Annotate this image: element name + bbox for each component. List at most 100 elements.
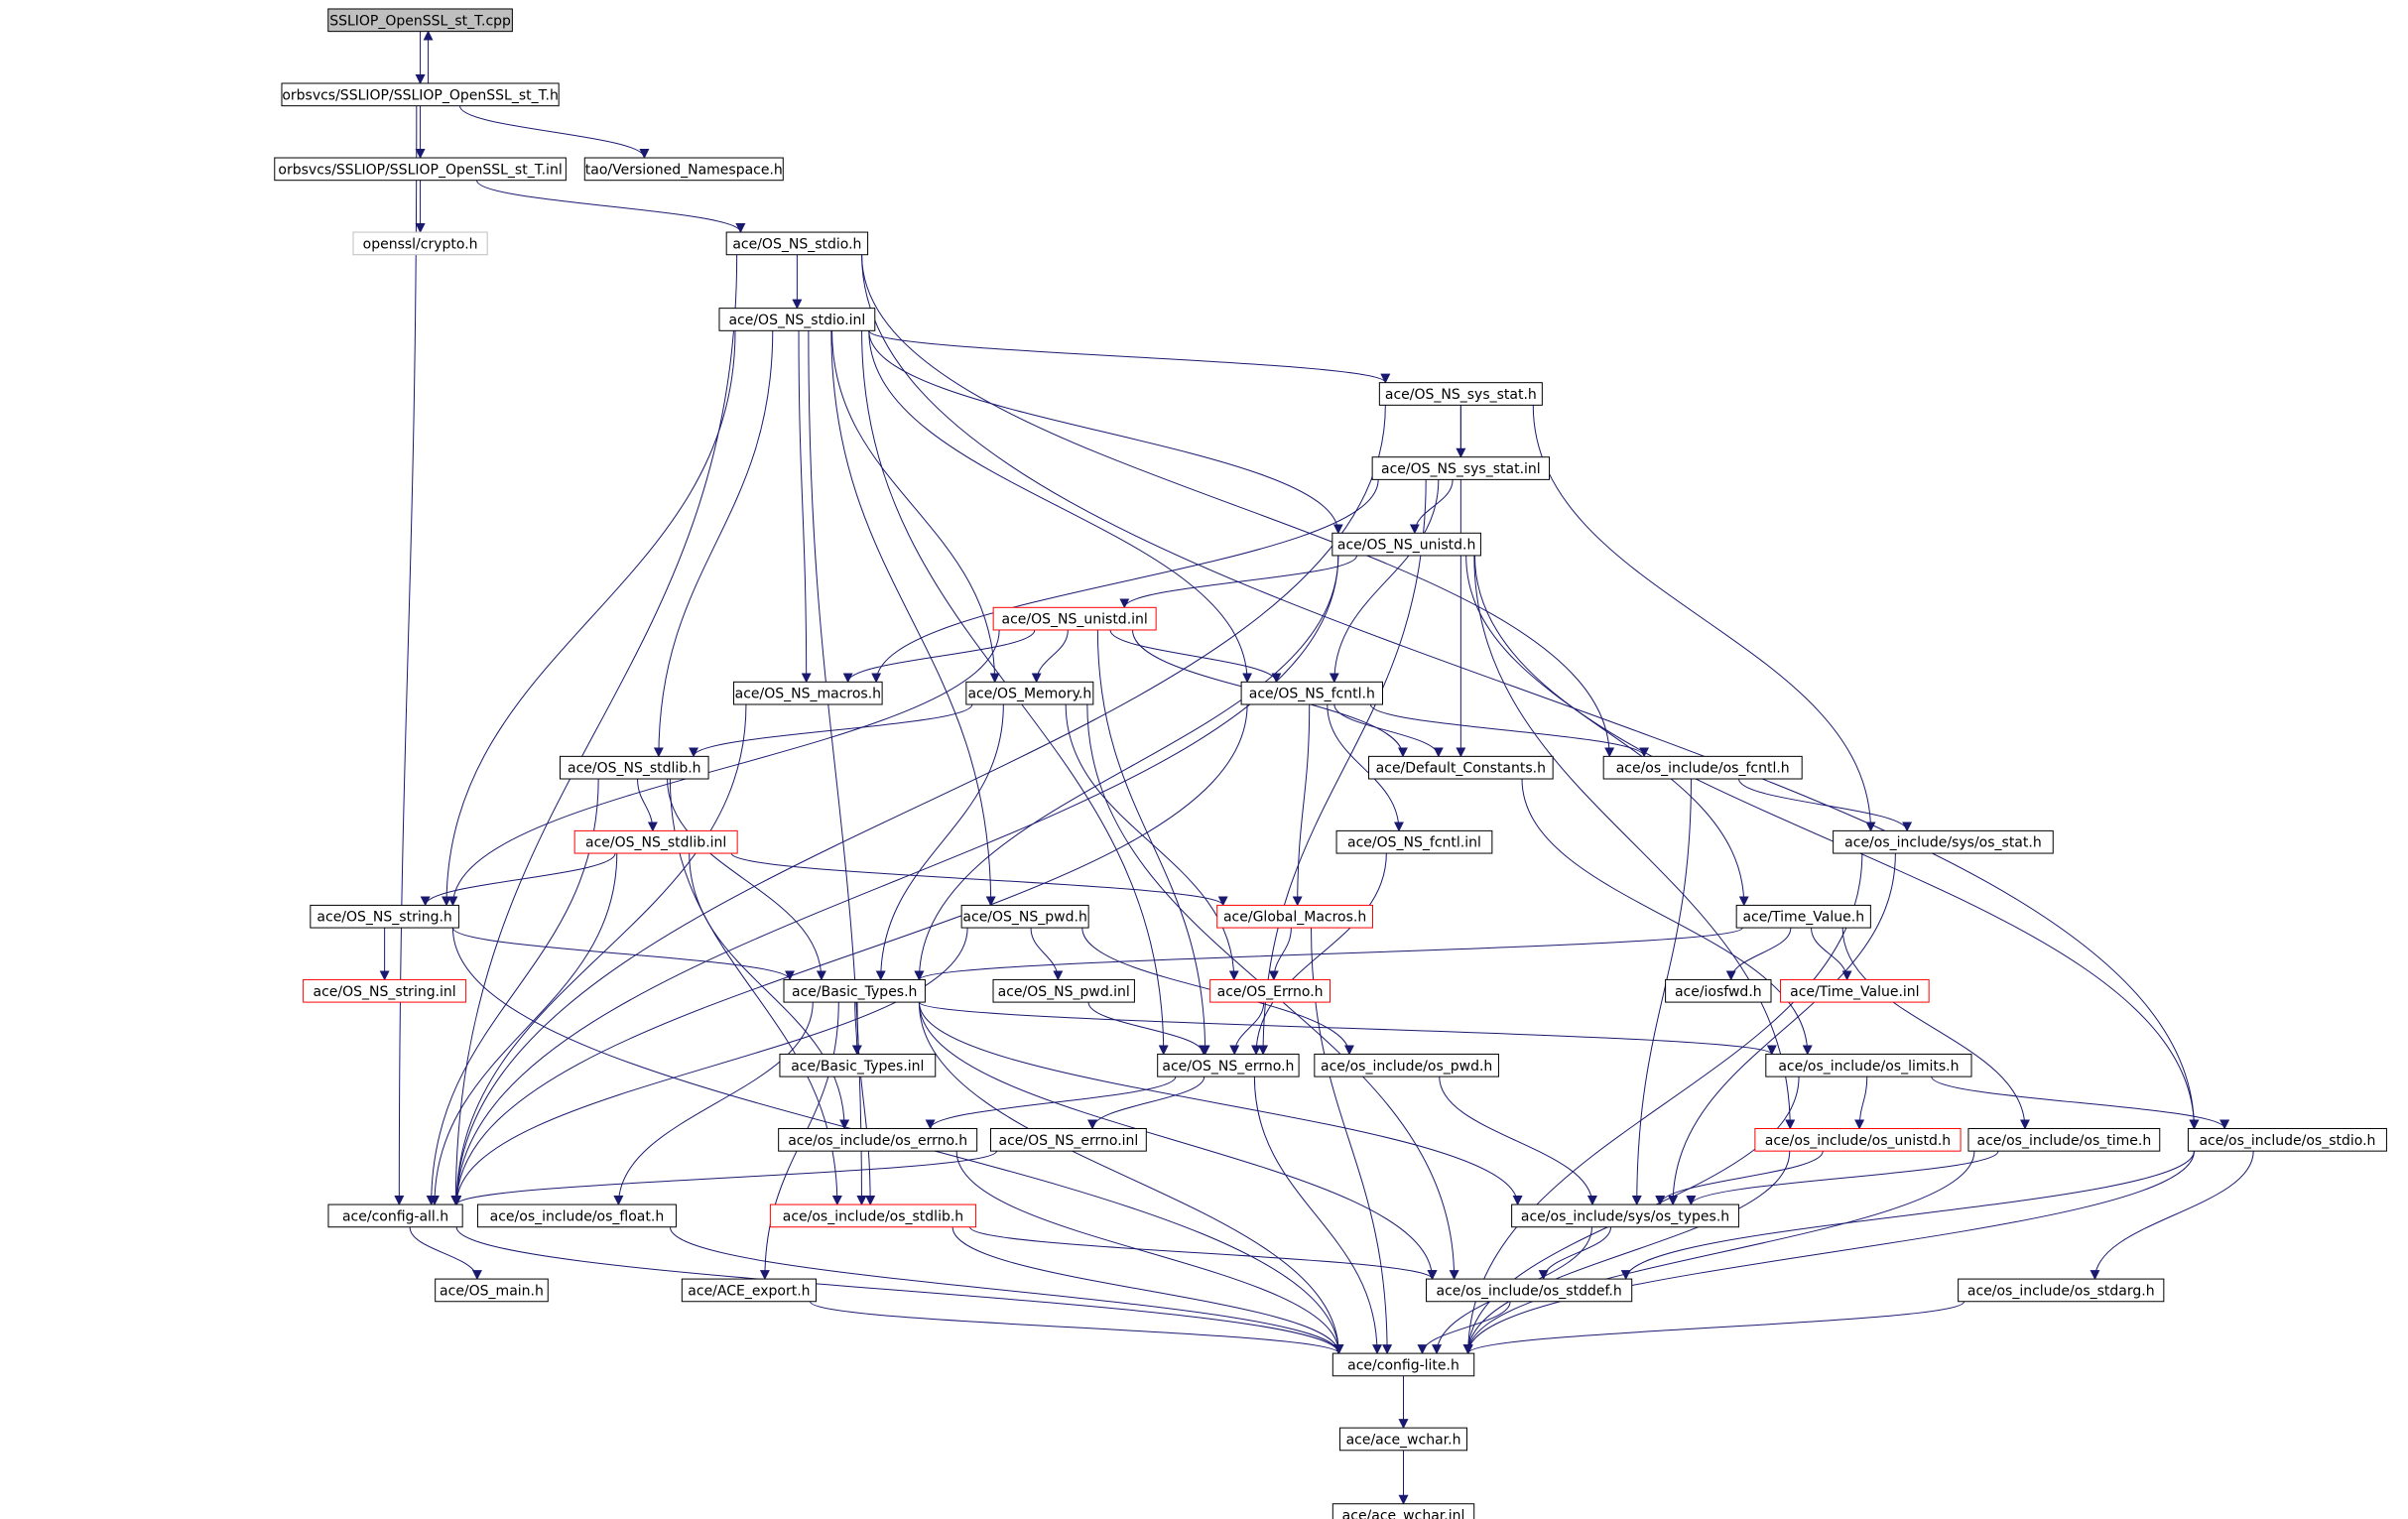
- node-box: [725, 231, 869, 256]
- edge-os_ns_sys_stat_inl-to-os_ns_fcntl_h: [1329, 479, 1440, 684]
- node-os-ns-stdio-inl[interactable]: ace/OS_NS_stdio.inl: [718, 308, 876, 331]
- edge-os_ns_unistd_inl-to-os_memory: [1031, 629, 1069, 684]
- node-os-memory[interactable]: ace/OS_Memory.h: [965, 681, 1094, 705]
- node-ace-wchar-h[interactable]: ace/ace_wchar.h: [1339, 1427, 1468, 1452]
- node-os-include-unistd[interactable]: ace/os_include/os_unistd.h: [1754, 1127, 1962, 1152]
- node-label: ace/OS_NS_string.inl: [314, 984, 456, 1000]
- edge-os_ns_stdio_h-to-os_include_fcntl: [861, 254, 1615, 758]
- node-os-ns-sys-stat-h[interactable]: ace/OS_NS_sys_stat.h: [1378, 382, 1543, 406]
- node-os-ns-string-inl[interactable]: ace/OS_NS_string.inl: [303, 978, 467, 1003]
- node-os-main[interactable]: ace/OS_main.h: [435, 1278, 549, 1303]
- node-time-value-h[interactable]: ace/Time_Value.h: [1735, 904, 1871, 929]
- edge-os_ns_stdlib_inl-to-global_macros: [730, 852, 1228, 907]
- node-os-include-stddef[interactable]: ace/os_include/os_stddef.h: [1426, 1278, 1633, 1303]
- node-box: [476, 1203, 677, 1228]
- node-ace-export[interactable]: ace/ACE_export.h: [681, 1278, 818, 1303]
- node-os-include-stdio[interactable]: ace/os_include/os_stdio.h: [2187, 1127, 2387, 1152]
- node-label: ace/config-all.h: [342, 1208, 448, 1224]
- node-label: ace/OS_NS_string.h: [317, 910, 451, 926]
- node-basic-types-inl[interactable]: ace/Basic_Types.inl: [779, 1053, 937, 1077]
- node-os-ns-fcntl-inl[interactable]: ace/OS_NS_fcntl.inl: [1335, 829, 1493, 854]
- edge-sys_os_types-to-os_include_stddef: [1538, 1226, 1611, 1281]
- node-crypto[interactable]: openssl/crypto.h: [352, 231, 488, 256]
- node-time-value-inl[interactable]: ace/Time_Value.inl: [1780, 978, 1930, 1003]
- node-os-ns-stdlib-h[interactable]: ace/OS_NS_stdlib.h: [559, 755, 709, 780]
- node-box: [1339, 1427, 1468, 1452]
- edge-os_ns_sys_stat_h-to-sys_os_stat: [1532, 405, 1876, 832]
- edge-time_value_h-to-time_value_inl: [1811, 928, 1852, 981]
- node-st-T-inl[interactable]: orbsvcs/SSLIOP/SSLIOP_OpenSSL_st_T.inl: [274, 157, 567, 182]
- edge-time_value_h-to-basic_types_h: [914, 927, 1743, 981]
- node-os-include-limits[interactable]: ace/os_include/os_limits.h: [1765, 1053, 1972, 1077]
- node-os-include-errno[interactable]: ace/os_include/os_errno.h: [778, 1127, 978, 1152]
- node-os-include-stdlib[interactable]: ace/os_include/os_stdlib.h: [769, 1203, 977, 1228]
- node-label: ace/os_include/os_stdlib.h: [783, 1208, 963, 1224]
- node-os-ns-unistd-h[interactable]: ace/OS_NS_unistd.h: [1331, 532, 1481, 557]
- node-os-ns-sys-stat-inl[interactable]: ace/OS_NS_sys_stat.inl: [1371, 456, 1551, 480]
- node-label: ace/OS_NS_pwd.inl: [998, 984, 1130, 1000]
- node-os-errno[interactable]: ace/OS_Errno.h: [1209, 978, 1331, 1003]
- node-os-ns-errno-inl[interactable]: ace/OS_NS_errno.inl: [990, 1127, 1147, 1152]
- node-label: ace/OS_NS_sys_stat.h: [1385, 387, 1537, 403]
- edge-os_memory-to-os_ns_stdlib_h: [689, 703, 973, 758]
- node-label: ace/config-lite.h: [1347, 1357, 1459, 1373]
- edge-basic_types_h-to-sys_os_types: [918, 1002, 1523, 1206]
- node-root[interactable]: SSLIOP_OpenSSL_st_T.cpp: [327, 8, 513, 33]
- node-os-include-stdarg[interactable]: ace/os_include/os_stdarg.h: [1958, 1278, 2165, 1303]
- edge-os_ns_unistd_h-to-basic_types_h: [914, 555, 1339, 981]
- node-os-ns-pwd-h[interactable]: ace/OS_NS_pwd.h: [960, 904, 1089, 929]
- edge-os_ns_pwd_inl-to-os_ns_errno_h: [1087, 1001, 1208, 1056]
- edge-os_ns_unistd_inl-to-os_ns_string_h: [447, 629, 1000, 907]
- node-config-lite[interactable]: ace/config-lite.h: [1331, 1352, 1475, 1377]
- node-box: [327, 1203, 463, 1228]
- edge-time_value_h-to-os_include_time: [1841, 928, 2030, 1130]
- node-sys-os-types[interactable]: ace/os_include/sys/os_types.h: [1511, 1203, 1739, 1228]
- edge-os_ns_unistd_h-to-os_include_unistd: [1473, 555, 1796, 1130]
- edge-config_all-to-config_lite: [455, 1226, 1344, 1355]
- node-label: ace/OS_NS_stdlib.h: [568, 761, 701, 777]
- node-os-include-float[interactable]: ace/os_include/os_float.h: [476, 1203, 677, 1228]
- edge-os_include_float-to-config_lite: [669, 1226, 1344, 1355]
- node-box: [992, 606, 1157, 631]
- node-label: ace/OS_main.h: [440, 1283, 544, 1299]
- node-label: ace/os_include/os_float.h: [490, 1208, 665, 1224]
- node-os-ns-stdio-h[interactable]: ace/OS_NS_stdio.h: [725, 231, 869, 256]
- node-st-T-h[interactable]: orbsvcs/SSLIOP/SSLIOP_OpenSSL_st_T.h: [281, 82, 560, 107]
- node-os-ns-string-h[interactable]: ace/OS_NS_string.h: [310, 904, 459, 929]
- node-label: ace/OS_NS_stdio.h: [732, 236, 861, 252]
- node-box: [1331, 532, 1481, 557]
- node-sys-os-stat[interactable]: ace/os_include/sys/os_stat.h: [1833, 829, 2054, 854]
- node-box: [1833, 829, 2054, 854]
- node-config-all[interactable]: ace/config-all.h: [327, 1203, 463, 1228]
- node-label: ace/OS_NS_stdio.inl: [728, 313, 865, 328]
- edge-os_include_stdlib-to-config_lite: [951, 1226, 1344, 1355]
- node-os-include-pwd[interactable]: ace/os_include/os_pwd.h: [1314, 1053, 1499, 1077]
- node-label: ace/OS_Memory.h: [967, 687, 1091, 702]
- node-os-include-fcntl[interactable]: ace/os_include/os_fcntl.h: [1602, 755, 1803, 780]
- edge-st_T_h-to-config_all: [394, 105, 418, 1206]
- node-versioned[interactable]: tao/Versioned_Namespace.h: [583, 157, 784, 182]
- node-box: [783, 978, 926, 1003]
- node-default-constants[interactable]: ace/Default_Constants.h: [1368, 755, 1554, 780]
- edge-os_ns_unistd_inl-to-os_ns_errno_h: [1096, 629, 1210, 1056]
- edge-os_ns_stdio_inl-to-os_ns_fcntl_h: [868, 330, 1253, 684]
- node-os-ns-errno-h[interactable]: ace/OS_NS_errno.h: [1157, 1053, 1300, 1077]
- node-basic-types-h[interactable]: ace/Basic_Types.h: [783, 978, 926, 1003]
- node-global-macros[interactable]: ace/Global_Macros.h: [1216, 904, 1374, 929]
- edge-os_ns_stdio_h-to-config_all: [450, 254, 738, 1206]
- node-iosfwd[interactable]: ace/iosfwd.h: [1665, 978, 1772, 1003]
- edge-sys_os_stat-to-sys_os_types: [1668, 853, 1896, 1206]
- node-os-include-time[interactable]: ace/os_include/os_time.h: [1967, 1127, 2161, 1152]
- node-os-ns-pwd-inl[interactable]: ace/OS_NS_pwd.inl: [992, 978, 1135, 1003]
- edge-os_errno-to-os_ns_errno_h: [1229, 1002, 1265, 1056]
- node-os-ns-macros[interactable]: ace/OS_NS_macros.h: [733, 681, 883, 705]
- node-os-ns-unistd-inl[interactable]: ace/OS_NS_unistd.inl: [992, 606, 1157, 631]
- node-os-ns-fcntl-h[interactable]: ace/OS_NS_fcntl.h: [1240, 681, 1383, 705]
- node-os-ns-stdlib-inl[interactable]: ace/OS_NS_stdlib.inl: [573, 829, 738, 854]
- edge-os_ns_errno_inl-to-config_all: [451, 1150, 998, 1206]
- node-ace-wchar-inl[interactable]: ace/ace_wchar.inl: [1331, 1503, 1475, 1519]
- edge-os_include_fcntl-to-sys_os_stat: [1738, 778, 1913, 832]
- node-box: [352, 231, 488, 256]
- node-box: [769, 1203, 977, 1228]
